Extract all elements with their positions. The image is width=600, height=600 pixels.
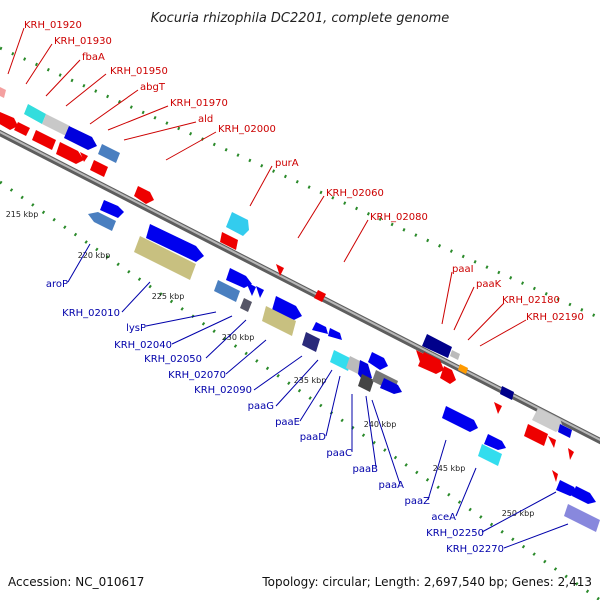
gene-label: paaC [326,448,352,459]
gene-label: KRH_02180 [502,295,560,306]
gene-acea [478,444,502,466]
gene-label: lysP [126,323,146,334]
gene-krh-02040-c [256,286,264,298]
gene-krh-02070-blue [272,296,302,320]
gene-krh-02050 [240,298,252,312]
gene-label: KRH_01930 [54,36,112,47]
gene-paad [346,356,362,374]
gene-label: KRH_02080 [370,212,428,223]
gene-label: KRH_02190 [526,312,584,323]
gene-label: paaA [379,480,405,491]
gene-abgt [98,144,120,163]
inner-dotted-track [0,180,600,600]
gene-krh-01930 [24,104,46,124]
accession-text: Accession: NC_010617 [8,575,144,589]
tick-label: 230 kbp [222,333,255,342]
gene-krh-02270 [564,504,600,532]
gene-label: KRH_02060 [326,188,384,199]
gene-paaz [442,406,478,432]
tick-label: 215 kbp [6,210,39,219]
gene-paae [330,350,352,371]
gene-krh-02040-b [246,282,256,296]
gene-label: KRH_02270 [446,544,504,555]
reverse-gene-track [88,200,600,532]
gene-label: KRH_02000 [218,124,276,135]
gene-krh-02090-blue [312,322,328,334]
gene-paaa-c [380,378,402,394]
gene-label: ald [198,114,213,125]
gene-fbaa [42,114,70,136]
gene-paaa [368,352,388,370]
gene-label: paaK [476,279,502,290]
gene-label: paaE [275,417,300,428]
gene-krh-02250 [556,480,578,496]
tick-label: 245 kbp [433,464,466,473]
gene-krh-02090 [302,332,320,352]
gene-acea-b [484,434,506,450]
gene-label: paaI [452,264,474,275]
outer-dotted-track [0,46,600,320]
gene-label: fbaA [82,52,105,63]
gene-label: KRH_01970 [170,98,228,109]
gene-label: KRH_02070 [168,370,226,381]
gene-label: aroP [46,279,68,290]
gene-krh-02010-blue [146,224,204,262]
dotted-tracks [0,46,600,600]
gene-lysp [226,268,252,288]
gene-label: KRH_02090 [194,385,252,396]
gene-arop-b [100,200,124,218]
gene-label: paaB [353,464,379,475]
gene-krh-02250-b [572,486,596,504]
gene-paag-blue [328,328,342,340]
lower-gene-label-text: aroP KRH_02010 lysP KRH_02040 KRH_02050 … [46,279,504,555]
tick-label: 225 kbp [152,292,185,301]
tick-label: 235 kbp [294,376,327,385]
gene-krh-02070 [262,306,296,336]
red-gene-track [0,112,574,482]
gene-label: aceA [431,512,456,523]
gene-krh-01920 [0,87,6,98]
gene-krh-02190-b [558,424,572,438]
genome-summary-text: Topology: circular; Length: 2,697,540 bp… [261,575,592,589]
gene-label: KRH_01920 [24,20,82,31]
gene-label: paaZ [405,496,431,507]
map-title: Kocuria rhizophila DC2201, complete geno… [151,11,450,26]
gene-label: purA [275,158,299,169]
tick-label: 250 kbp [502,509,535,518]
gene-label: paaG [248,401,274,412]
gene-label: KRH_02010 [62,308,120,319]
gene-label: KRH_02250 [426,528,484,539]
gene-label: KRH_02040 [114,340,172,351]
gene-label: KRH_01950 [110,66,168,77]
upper-gene-label-text: KRH_01920 KRH_01930 fbaA KRH_01950 abgT … [24,20,584,323]
gene-krh-02040 [214,280,240,302]
gene-paab [358,374,374,392]
tick-label: 220 kbp [78,251,111,260]
gene-arop [88,212,116,231]
gene-paai [422,334,452,358]
gene-paak-b [458,364,468,374]
gene-label: KRH_02050 [144,354,202,365]
gene-krh-02180 [500,386,514,400]
lower-gene-leaders [67,243,569,549]
upper-gene-labels [7,27,527,347]
gene-purA [226,212,249,236]
gene-krh-01950 [64,126,97,150]
gene-krh-02010 [134,236,196,280]
gene-label: abgT [140,82,166,93]
gene-paak [450,350,460,360]
gene-krh-02190 [532,408,563,432]
gene-label: paaD [300,432,327,443]
forward-gene-track [0,87,572,438]
